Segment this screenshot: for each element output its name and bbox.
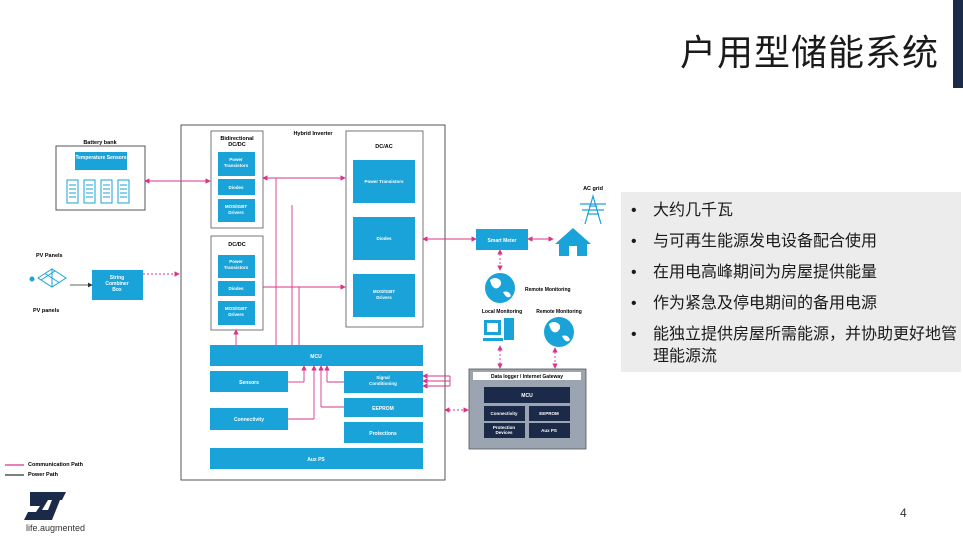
monitoring: Remote Monitoring Local Monitoring Remot… bbox=[482, 273, 582, 347]
computer-icon bbox=[483, 318, 514, 341]
pv-panels-top-label: PV Panels bbox=[36, 253, 63, 259]
aux-ps-block bbox=[210, 448, 423, 469]
svg-text:Diodes: Diodes bbox=[228, 185, 244, 190]
local-monitoring-label: Local Monitoring bbox=[482, 309, 522, 315]
legend-power-label: Power Path bbox=[28, 472, 59, 478]
eeprom-label: EEPROM bbox=[372, 406, 394, 412]
mcu-label: MCU bbox=[310, 354, 322, 360]
mcu-block bbox=[210, 345, 423, 366]
temperature-sensors-block bbox=[75, 152, 127, 170]
dl-auxps-label: Aux PS bbox=[541, 428, 557, 433]
dcdc-title: DC/DC bbox=[228, 242, 245, 248]
bullet-dot: • bbox=[631, 264, 637, 281]
solar-panel-icon bbox=[29, 268, 67, 288]
tagline: life.augmented bbox=[26, 523, 86, 533]
bullet-panel: •大约几千瓦 •与可再生能源发电设备配合使用 •在用电高峰期间为房屋提供能量 •… bbox=[621, 192, 961, 372]
legend: Communication Path Power Path bbox=[5, 462, 84, 478]
battery-bank: Battery bank Temperature Sensors bbox=[55, 140, 146, 211]
list-item: •与可再生能源发电设备配合使用 bbox=[631, 231, 961, 253]
power-connections bbox=[143, 175, 558, 420]
string-combiner-box bbox=[92, 270, 143, 300]
temperature-sensors-label: Temperature Sensors bbox=[75, 155, 126, 161]
svg-text:Diodes: Diodes bbox=[376, 236, 392, 241]
pv-panels-bottom-label: PV panels bbox=[33, 308, 59, 314]
slide-title: 户用型储能系统 bbox=[679, 32, 939, 73]
bullet-dot: • bbox=[631, 326, 637, 343]
bullet-dot: • bbox=[631, 202, 637, 219]
signal-conditioning-block bbox=[344, 371, 423, 393]
st-logo-icon bbox=[24, 492, 66, 520]
legend-comm-label: Communication Path bbox=[28, 462, 84, 468]
svg-text:Power Transistors: Power Transistors bbox=[364, 179, 404, 184]
dcac-title: DC/AC bbox=[375, 144, 392, 150]
aux-ps-label: Aux PS bbox=[307, 457, 325, 463]
connectivity-block bbox=[210, 408, 288, 430]
battery-bank-title: Battery bank bbox=[83, 140, 117, 146]
dl-mcu-label: MCU bbox=[521, 393, 533, 399]
eeprom-block bbox=[344, 398, 423, 417]
bullet-list: •大约几千瓦 •与可再生能源发电设备配合使用 •在用电高峰期间为房屋提供能量 •… bbox=[621, 192, 961, 368]
bullet-dot: • bbox=[631, 295, 637, 312]
ac-grid: AC grid Smart Meter bbox=[476, 186, 606, 256]
protections-block bbox=[344, 422, 423, 443]
remote-monitoring-2-label: Remote Monitoring bbox=[536, 309, 582, 315]
list-item: •作为紧急及停电期间的备用电源 bbox=[631, 293, 961, 315]
globe-icon bbox=[485, 273, 515, 303]
list-item: •能独立提供房屋所需能源，并协助更好地管理能源流 bbox=[631, 326, 958, 365]
list-item: •大约几千瓦 bbox=[631, 200, 961, 222]
dl-eeprom-label: EEPROM bbox=[539, 411, 559, 416]
page-number: 4 bbox=[900, 506, 907, 520]
smart-meter-label: Smart Meter bbox=[488, 238, 517, 244]
dl-connectivity-label: Connectivity bbox=[490, 411, 518, 416]
battery-icon bbox=[66, 179, 130, 204]
ac-grid-label: AC grid bbox=[583, 186, 603, 192]
title-accent-bar bbox=[953, 0, 963, 88]
house-icon bbox=[555, 228, 591, 256]
sensors-label: Sensors bbox=[239, 380, 259, 386]
protections-label: Protections bbox=[369, 431, 397, 437]
smart-meter-block bbox=[476, 229, 528, 250]
hybrid-inverter-title: Hybrid Inverter bbox=[293, 131, 333, 137]
data-logger-title: Data logger / Internet Gateway bbox=[491, 374, 563, 380]
bullet-dot: • bbox=[631, 233, 637, 250]
connectivity-label: Connectivity bbox=[234, 417, 264, 423]
sensors-block bbox=[210, 371, 288, 392]
globe-icon bbox=[544, 317, 574, 347]
power-tower-icon bbox=[580, 193, 606, 225]
data-logger: Data logger / Internet Gateway MCU Conne… bbox=[468, 368, 587, 450]
remote-monitoring-label: Remote Monitoring bbox=[525, 287, 571, 293]
list-item: •在用电高峰期间为房屋提供能量 bbox=[631, 262, 961, 284]
svg-text:Diodes: Diodes bbox=[228, 286, 244, 291]
